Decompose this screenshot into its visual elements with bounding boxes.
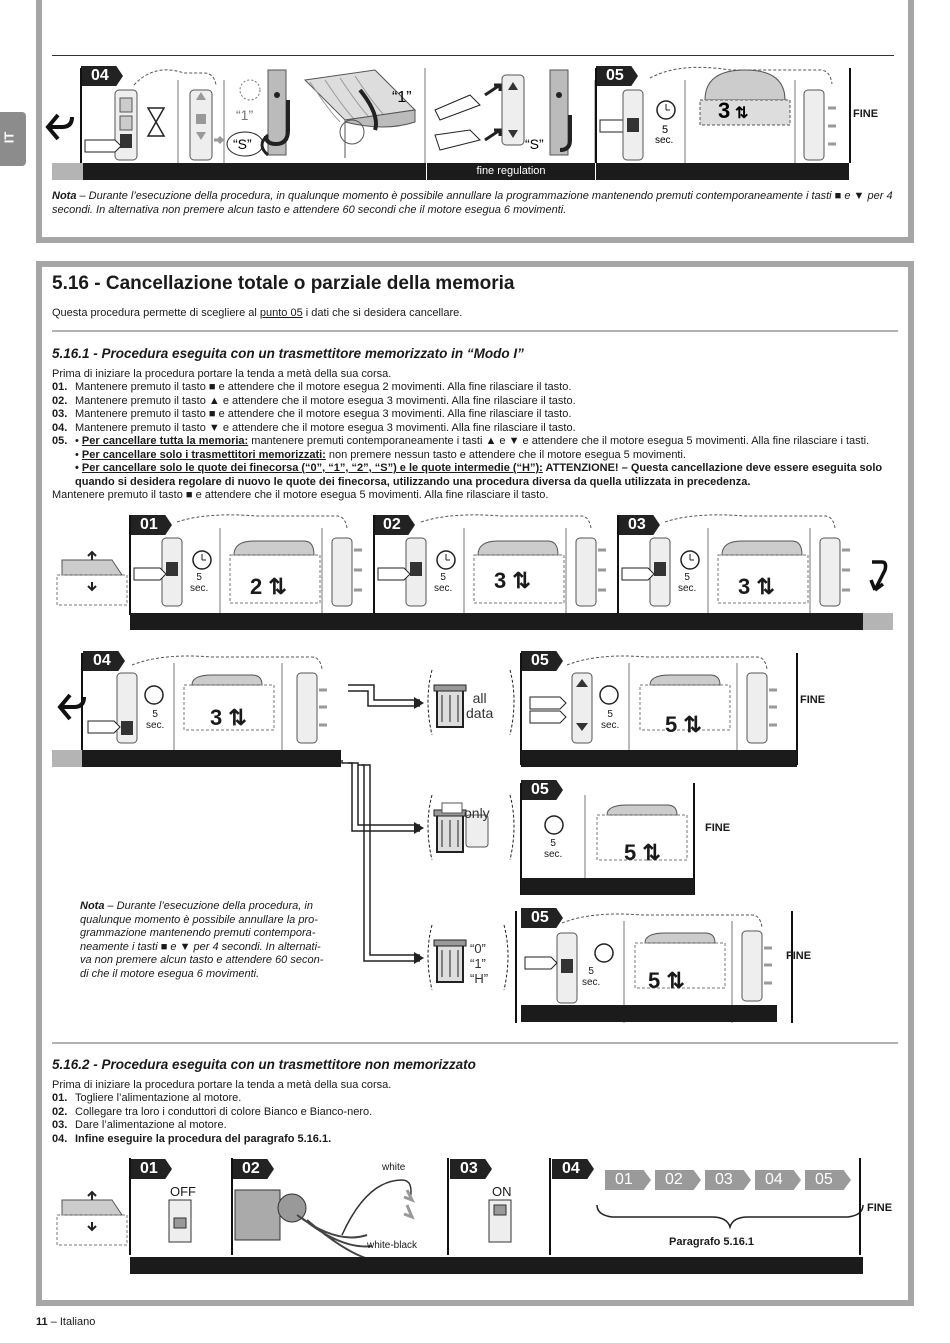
step-row: • Per cancellare solo le quote dei finec… xyxy=(75,462,883,488)
chain-01: 01 xyxy=(605,1170,651,1190)
subsection-1-title: 5.16.1 - Procedura eseguita con un trasm… xyxy=(52,346,524,361)
diagram-steps-01-03 xyxy=(56,513,888,615)
step-row: 02.Collegare tra loro i conduttori di co… xyxy=(52,1105,373,1118)
step-row: 05.• Per cancellare tutta la memoria: ma… xyxy=(52,435,870,447)
d3-blackbar-quotes xyxy=(521,1005,777,1022)
step-row: 03.Dare l’alimentazione al motore. xyxy=(52,1119,227,1131)
divider-2 xyxy=(52,1042,898,1044)
step-05-label: 05 xyxy=(596,66,638,86)
step-05-label-quotes: 05 xyxy=(521,908,563,928)
language-tab: IT xyxy=(0,112,26,166)
top-blackbar-1 xyxy=(83,163,426,180)
step-row: 04.Mantenere premuto il tasto ▼ e attend… xyxy=(52,421,576,434)
fine-regulation-bar: fine regulation xyxy=(427,163,595,180)
svg-text:3: 3 xyxy=(718,98,730,123)
svg-text:5: 5 xyxy=(662,124,668,136)
step-03-label-d4: 03 xyxy=(450,1159,492,1179)
top-greybar xyxy=(52,163,83,180)
fine-label-quotes: FINE xyxy=(786,950,812,962)
white-label: white xyxy=(382,1162,406,1173)
chain-04: 04 xyxy=(755,1170,801,1190)
divider-1 xyxy=(52,330,898,332)
step-04-label-d3: 04 xyxy=(83,651,125,671)
step-row: 02.Mantenere premuto il tasto ▲ e attend… xyxy=(52,394,576,407)
d2-greybar xyxy=(863,613,893,630)
step-02-label: 02 xyxy=(373,515,415,535)
top-note: Nota – Durante l’esecuzione della proced… xyxy=(52,190,893,216)
chain-02: 02 xyxy=(655,1170,701,1190)
d3-greybar-04 xyxy=(52,750,82,767)
procedure-chain: 01 02 03 04 05 xyxy=(605,1170,851,1190)
step-04-label: 04 xyxy=(81,66,123,86)
white-black-label: white-black xyxy=(367,1240,418,1251)
step-row: 01.Mantenere premuto il tasto ■ e attend… xyxy=(52,381,572,393)
main-section-frame xyxy=(36,261,914,1306)
page-footer: 11 – Italiano xyxy=(36,1316,96,1328)
d3-display-04: 3 ⇅ xyxy=(210,705,247,730)
svg-text:“S”: “S” xyxy=(233,136,252,152)
diagram-no-memorized xyxy=(56,1158,864,1260)
step-02-label-d4: 02 xyxy=(232,1159,274,1179)
step-03-label: 03 xyxy=(618,515,660,535)
punto-05-link: punto 05 xyxy=(259,307,303,319)
svg-text:“S”: “S” xyxy=(525,136,544,152)
d3-only-label: only xyxy=(464,805,490,821)
top-blackbar-2 xyxy=(596,163,849,180)
d3-blackbar-all xyxy=(521,750,797,767)
d3-blackbar-only xyxy=(521,878,694,895)
step-row: 04.Infine eseguire la procedura del para… xyxy=(52,1132,332,1145)
d3-display-05-all: 5 ⇅ xyxy=(665,712,702,737)
svg-text:sec.: sec. xyxy=(655,135,673,146)
d2-blackbar xyxy=(130,613,863,630)
svg-text:⇅: ⇅ xyxy=(735,105,748,122)
paragrafo-label: Paragrafo 5.16.1 xyxy=(669,1236,754,1248)
svg-text:“1”: “1” xyxy=(236,107,253,123)
d3-blackbar-04 xyxy=(82,750,341,767)
fine-label-top: FINE xyxy=(853,108,879,120)
step-01-label-d4: 01 xyxy=(130,1159,172,1179)
step-row: 03.Mantenere premuto il tasto ■ e attend… xyxy=(52,408,572,420)
on-label: ON xyxy=(492,1184,512,1199)
fine-label-only: FINE xyxy=(705,822,731,834)
diagram-note: Nota – Durante l’esecuzione della proced… xyxy=(80,900,324,980)
d3-quotes-label: “0”“1”“H” xyxy=(470,941,489,986)
fine-label-d4: FINE xyxy=(867,1202,893,1214)
subsection-2-steps: 01.Togliere l’alimentazione al motore. 0… xyxy=(52,1092,900,1146)
subsection-2-title: 5.16.2 - Procedura eseguita con un trasm… xyxy=(52,1057,476,1072)
chain-03: 03 xyxy=(705,1170,751,1190)
chain-05: 05 xyxy=(805,1170,851,1190)
section-title: 5.16 - Cancellazione totale o parziale d… xyxy=(52,273,515,294)
step-05-label-only: 05 xyxy=(521,780,563,800)
d2-display-1: 2 ⇅ xyxy=(250,574,287,599)
subsection-1-steps: 01.Mantenere premuto il tasto ■ e attend… xyxy=(52,381,900,503)
step-04-label-d4: 04 xyxy=(552,1159,594,1179)
step-row: Mantenere premuto il tasto ■ e attendere… xyxy=(52,489,549,501)
step-row: • Per cancellare solo i trasmettitori me… xyxy=(75,448,686,461)
section-intro: Questa procedura permette di scegliere a… xyxy=(52,307,463,319)
d3-display-05-only: 5 ⇅ xyxy=(624,840,661,865)
d2-display-2: 3 ⇅ xyxy=(494,568,531,593)
d2-display-3: 3 ⇅ xyxy=(738,574,775,599)
off-label: OFF xyxy=(170,1184,196,1199)
subsection-1-pre: Prima di iniziare la procedura portare l… xyxy=(52,368,392,380)
d4-blackbar xyxy=(130,1257,863,1274)
step-01-label: 01 xyxy=(130,515,172,535)
fine-label-all: FINE xyxy=(800,694,826,706)
svg-text:“1”: “1” xyxy=(392,89,412,106)
step-row: 01.Togliere l’alimentazione al motore. xyxy=(52,1092,242,1104)
fine-regulation-label: fine regulation xyxy=(476,165,546,177)
subsection-2-pre: Prima di iniziare la procedura portare l… xyxy=(52,1079,392,1091)
diagram-step-04-branches xyxy=(57,653,798,1025)
top-procedure-diagram: “1” “S” “1” “S” 5 sec. 3 ⇅ xyxy=(45,66,851,163)
step-05-label-all: 05 xyxy=(521,651,563,671)
d3-display-05-quotes: 5 ⇅ xyxy=(648,968,685,993)
